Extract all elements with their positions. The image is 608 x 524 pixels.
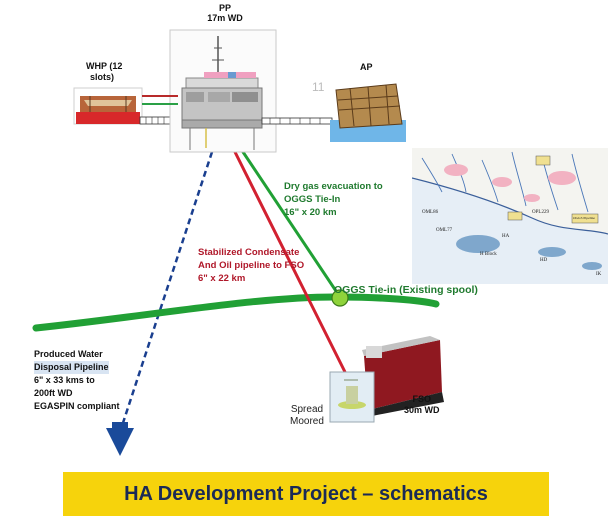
banner-title: HA Development Project – schematics — [124, 482, 488, 505]
location-map-inset: OML86 OML77 OPL229 HA H Block HD IK OGGS… — [412, 148, 608, 284]
pp-depth: 17m WD — [207, 13, 243, 23]
oggs-tiein-point — [331, 289, 349, 307]
oggs-tiein-label: OGGS Tie-in (Existing spool) — [334, 284, 478, 296]
condensate-label: Stabilized Condensate And Oil pipeline t… — [198, 246, 304, 285]
condensate-line-1: Stabilized Condensate — [198, 247, 300, 258]
whp-label: WHP (12 slots) — [86, 61, 122, 83]
spread-line-1: Spread — [290, 404, 324, 415]
map-label-opl229: OPL229 — [532, 210, 549, 215]
pp-label: PP 17m WD — [200, 3, 250, 23]
dry-gas-line-1: Dry gas evacuation to — [284, 181, 383, 192]
location-map — [412, 148, 608, 284]
whp-slots: slots) — [90, 72, 115, 82]
title-banner: HA Development Project – schematics — [63, 472, 549, 516]
bridge-pp-ap — [261, 117, 333, 125]
fso-vessel-image — [362, 336, 444, 416]
dry-gas-label: Dry gas evacuation to OGGS Tie-In 16" x … — [284, 180, 383, 219]
pw-line-1: Produced Water — [34, 349, 103, 359]
ap-platform-image — [330, 83, 406, 142]
map-label-oggs-pipeline: OGGS Pipeline — [573, 216, 595, 220]
whp-platform-image — [73, 87, 143, 125]
oggs-existing-pipeline — [32, 293, 440, 332]
fso-depth: 30m WD — [404, 405, 440, 415]
pw-line-4: 200ft WD — [34, 388, 73, 398]
whp-name: WHP (12 — [86, 61, 123, 71]
dry-gas-pipeline — [237, 145, 344, 301]
pw-line-2: Disposal Pipeline — [34, 361, 109, 374]
spread-moored-label: Spread Moored — [290, 404, 324, 428]
fso-name: FSO — [412, 394, 432, 404]
ap-label: AP — [360, 62, 373, 72]
map-label-oml77: OML77 — [436, 228, 453, 233]
pipeline-end-arrow-icon — [106, 428, 134, 456]
bridge-whp-pp — [139, 116, 175, 125]
pp-platform-image — [142, 29, 277, 153]
dry-gas-line-3: 16" x 20 km — [284, 207, 337, 218]
dry-gas-line-2: OGGS Tie-In — [284, 194, 341, 205]
condensate-line-2: And Oil pipeline to FSO — [198, 260, 305, 271]
condensate-line-3: 6" x 22 km — [198, 273, 246, 284]
condensate-oil-pipeline — [231, 147, 347, 373]
ap-mark: 11 — [312, 80, 325, 94]
map-label-hd: HD — [540, 258, 548, 263]
pp-name: PP — [218, 3, 231, 13]
map-label-oml86: OML86 — [422, 210, 439, 215]
pw-line-3: 6" x 33 kms to — [34, 375, 95, 385]
map-label-h-block: H Block — [480, 252, 497, 257]
spread-moored-buoy-image — [329, 371, 375, 423]
map-label-ha: HA — [502, 234, 510, 239]
pw-line-5: EGASPIN compliant — [34, 401, 120, 411]
map-label-ik: IK — [596, 272, 602, 277]
spread-line-2: Moored — [290, 416, 324, 427]
produced-water-label: Produced Water Disposal Pipeline 6" x 33… — [34, 348, 120, 413]
produced-water-pipeline — [118, 151, 214, 433]
fso-label: FSO 30m WD — [404, 394, 440, 416]
